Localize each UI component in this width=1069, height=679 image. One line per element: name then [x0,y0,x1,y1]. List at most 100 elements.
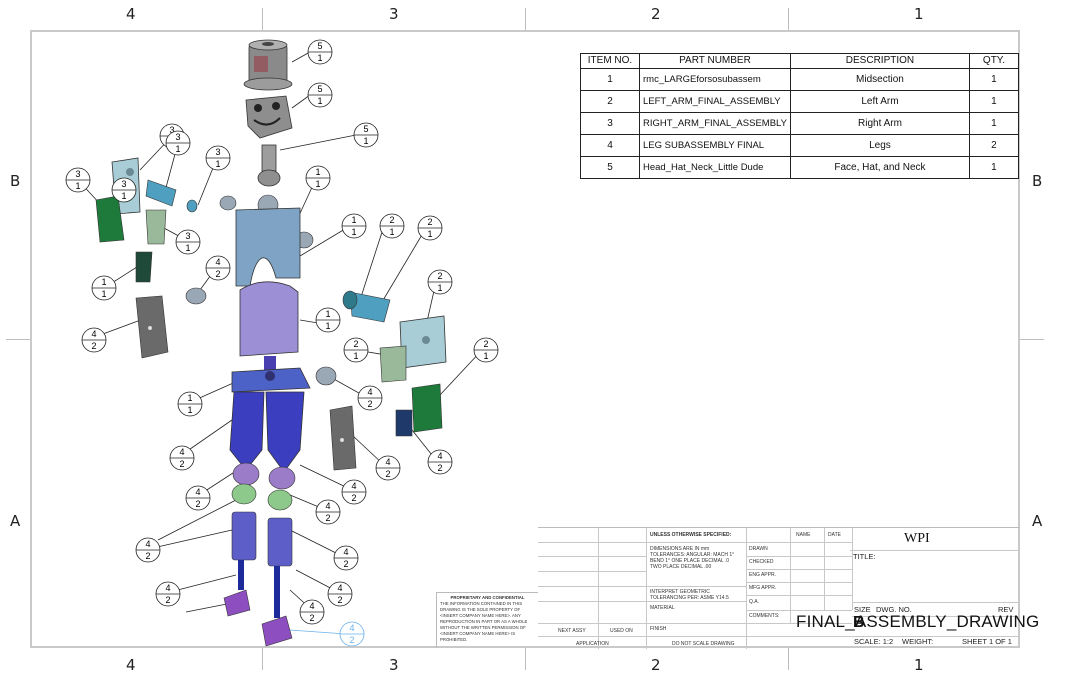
svg-text:4: 4 [385,457,390,467]
svg-text:2: 2 [483,339,488,349]
do-not-scale-label: DO NOT SCALE DRAWING [672,641,735,647]
bom-desc: Left Arm [789,90,970,113]
balloon-item-3: 31 [165,130,191,156]
leader-lines [77,51,483,613]
svg-text:1: 1 [353,351,358,361]
svg-text:2: 2 [343,559,348,569]
svg-text:3: 3 [121,179,126,189]
qa-label: Q.A. [749,599,760,605]
balloon-item-2: 21 [427,269,453,295]
balloon-item-1: 11 [91,275,117,301]
svg-text:2: 2 [195,499,200,509]
svg-text:4: 4 [325,501,330,511]
bom-qty: 2 [968,134,1019,157]
balloon-item-2: 21 [379,213,405,239]
head-assembly [243,39,293,187]
drawing-number: FINAL_ASSEMBLY_DRAWING [796,612,1040,631]
svg-text:1: 1 [317,53,322,63]
balloon-item-4: 42 [185,485,211,511]
svg-text:5: 5 [363,124,368,134]
torso-assembly [219,194,314,393]
table-row: 2 LEFT_ARM_FINAL_ASSEMBLY Left Arm 1 [580,90,1019,113]
drawn-label: DRAWN [749,546,768,552]
bom-part: LEFT_ARM_FINAL_ASSEMBLY [639,90,791,113]
balloon-item-5: 51 [307,82,333,108]
svg-text:5: 5 [317,41,322,51]
svg-text:3: 3 [175,132,180,142]
scale-label: SCALE: 1:2 [854,637,894,646]
svg-text:2: 2 [385,469,390,479]
svg-text:1: 1 [187,393,192,403]
balloon-item-2: 21 [417,215,443,241]
svg-text:2: 2 [91,341,96,351]
svg-text:2: 2 [437,463,442,473]
zone-row-a-left: A [10,512,21,530]
dimensions-note: DIMENSIONS ARE IN mm TOLERANCES: ANGULAR… [650,546,735,570]
zone-col-1-bottom: 1 [914,656,924,674]
balloon-item-3: 31 [65,167,91,193]
svg-text:2: 2 [351,493,356,503]
bom-qty: 1 [968,156,1019,179]
bom-desc: Right Arm [789,112,970,135]
svg-text:4: 4 [437,451,442,461]
zone-tick [262,648,263,670]
zone-col-3-bottom: 3 [389,656,399,674]
balloon-item-4: 42 [357,385,383,411]
balloon-item-4: 42 [81,327,107,353]
zone-tick [788,8,789,30]
svg-text:1: 1 [101,289,106,299]
bom-part: Head_Hat_Neck_Little Dude [639,156,791,179]
svg-text:4: 4 [145,539,150,549]
dwg-no-label: DWG. NO. [876,605,912,614]
bill-of-materials: ITEM NO. PART NUMBER DESCRIPTION QTY. 1 … [580,53,1019,179]
svg-text:2: 2 [349,635,354,645]
bom-desc: Midsection [789,68,970,91]
balloon-item-4: 42 [315,499,341,525]
balloon-item-4: 42 [327,581,353,607]
svg-text:2: 2 [179,459,184,469]
svg-text:2: 2 [309,613,314,623]
weight-label: WEIGHT: [902,637,934,646]
svg-text:3: 3 [75,169,80,179]
svg-text:2: 2 [427,217,432,227]
balloon-selected[interactable]: 42 [339,621,365,647]
name-column: NAME [796,532,811,538]
size-label: SIZE [854,605,871,614]
application-label: APPLICATION [576,641,609,647]
bom-header-item: ITEM NO. [580,53,640,69]
svg-text:4: 4 [165,583,170,593]
svg-text:1: 1 [315,179,320,189]
bom-header-qty: QTY. [968,53,1019,69]
balloon-item-4: 42 [427,449,453,475]
zone-col-2-bottom: 2 [651,656,661,674]
zone-row-a-right: A [1032,512,1043,530]
svg-text:1: 1 [101,277,106,287]
svg-text:2: 2 [325,513,330,523]
next-assy-label: NEXT ASSY [558,628,586,634]
rev-label: REV [998,605,1014,614]
material-label: MATERIAL [650,605,675,611]
svg-text:1: 1 [483,351,488,361]
balloon-item-5: 51 [307,39,333,65]
geometric-note: INTERPRET GEOMETRIC TOLERANCING PER: ASM… [650,589,729,601]
left-arm-assembly [315,290,447,471]
balloon-item-4: 42 [135,537,161,563]
used-on-label: USED ON [610,628,633,634]
svg-text:2: 2 [215,269,220,279]
proprietary-heading: PROPRIETARY AND CONFIDENTIAL [450,595,525,600]
company-name: WPI [904,531,930,546]
balloon-item-5: 51 [353,122,379,148]
svg-text:4: 4 [343,547,348,557]
svg-text:4: 4 [195,487,200,497]
svg-text:1: 1 [351,227,356,237]
title-block: UNLESS OTHERWISE SPECIFIED: NAME DATE DI… [538,527,1020,649]
zone-tick [525,648,526,670]
svg-text:1: 1 [175,144,180,154]
svg-text:1: 1 [315,167,320,177]
svg-text:1: 1 [363,136,368,146]
zone-row-b-left: B [10,172,21,190]
eng-appr-label: ENG APPR. [749,572,776,578]
checked-label: CHECKED [749,559,774,565]
sheet-size-value: B [853,614,865,631]
